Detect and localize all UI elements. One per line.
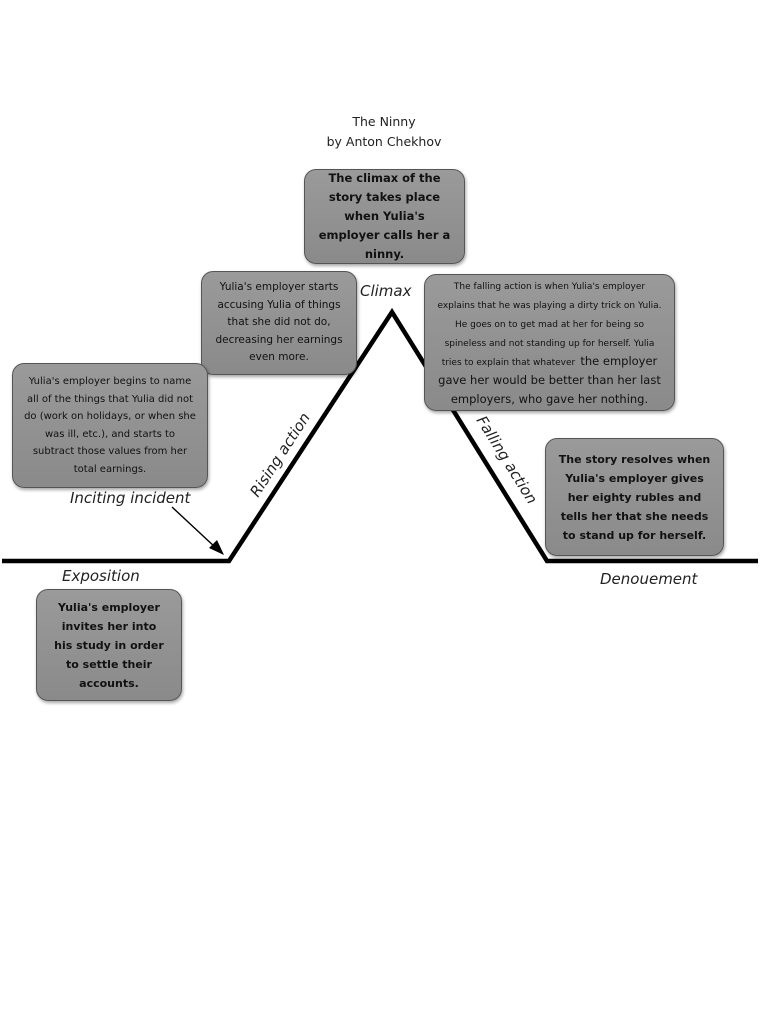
exposition-box: Yulia's employer invites her into his st…: [36, 589, 182, 701]
falling-action-text-small: The falling action is when Yulia's emplo…: [437, 282, 662, 368]
label-denouement: Denouement: [600, 570, 699, 588]
diagram-title: The Ninny by Anton Chekhov: [284, 112, 484, 152]
resolution-box: The story resolves when Yulia's employer…: [545, 438, 724, 556]
label-climax: Climax: [360, 282, 412, 300]
falling-action-text-large: the employer gave her would be better th…: [438, 354, 661, 406]
inciting-arrow-head: [209, 540, 224, 555]
inciting-incident-box-text: Yulia's employer begins to name all of t…: [24, 376, 196, 475]
rising-action-box: Yulia's employer starts accusing Yulia o…: [201, 271, 357, 375]
climax-box: The climax of the story takes place when…: [304, 169, 465, 264]
falling-action-box: The falling action is when Yulia's emplo…: [424, 274, 675, 411]
label-inciting-incident: Inciting incident: [70, 489, 192, 507]
exposition-box-text: Yulia's employer invites her into his st…: [54, 600, 164, 690]
inciting-arrow-shaft: [171, 506, 217, 549]
story-title: The Ninny: [352, 114, 416, 129]
rising-action-box-text: Yulia's employer starts accusing Yulia o…: [215, 281, 343, 364]
falling-action-box-text: The falling action is when Yulia's emplo…: [437, 276, 662, 409]
story-author: by Anton Chekhov: [326, 134, 442, 149]
climax-box-text: The climax of the story takes place when…: [318, 171, 451, 261]
inciting-incident-box: Yulia's employer begins to name all of t…: [12, 363, 208, 488]
label-exposition: Exposition: [62, 567, 140, 585]
plot-line: [2, 307, 758, 564]
resolution-box-text: The story resolves when Yulia's employer…: [558, 452, 711, 542]
